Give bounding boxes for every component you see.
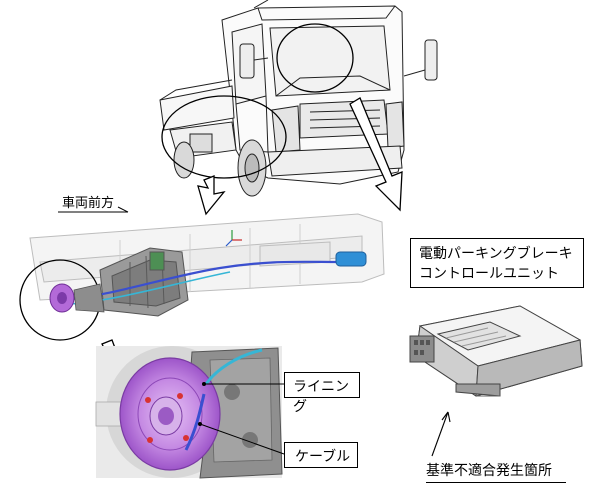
epb-control-unit	[409, 305, 583, 397]
cable-label: ケーブル	[295, 449, 351, 465]
cable-label-box: ケーブル	[284, 442, 358, 468]
frame-callout-ellipse	[161, 95, 287, 179]
lining-label-box: ライニング	[284, 372, 360, 415]
epb-unit-label-box: 電動パーキングブレーキ コントロールユニット	[410, 238, 584, 288]
noncompliance-label: 基準不適合発生箇所	[426, 463, 552, 479]
chassis-frame	[29, 213, 385, 301]
brake-zoom-detail	[95, 346, 285, 479]
truck-illustration	[159, 0, 438, 197]
transmission	[99, 247, 189, 317]
cab-callout-ellipse	[276, 23, 354, 93]
epb-unit-line1: 電動パーキングブレーキ	[419, 246, 573, 262]
vehicle-front-label: 車両前方	[62, 196, 115, 211]
lining-label: ライニング	[293, 379, 349, 415]
noncompliance-arrow	[431, 411, 449, 457]
cable-leader	[199, 423, 285, 455]
cable-connector	[335, 251, 367, 267]
brake-cable-blue	[63, 260, 341, 302]
cable-detail	[184, 393, 206, 451]
frame-pointer-arrow	[197, 175, 226, 216]
noncompliance-underline	[426, 482, 566, 483]
unit-pointer-arrow	[349, 97, 403, 212]
brake-drum-small	[49, 283, 105, 313]
epb-unit-line2: コントロールユニット	[419, 266, 559, 282]
axis-marker	[225, 230, 242, 247]
